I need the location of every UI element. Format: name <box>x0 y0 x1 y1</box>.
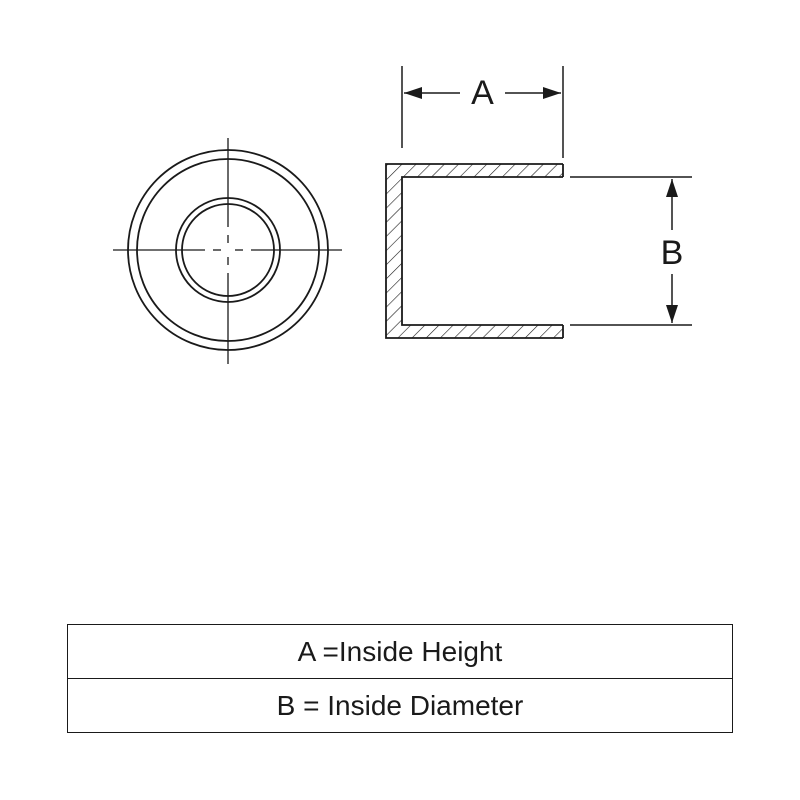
section-inner-outline <box>401 176 563 326</box>
dim-b-arrowheads <box>666 179 678 323</box>
legend-row-b: B = Inside Diameter <box>68 678 732 732</box>
section-view <box>385 163 564 339</box>
dimension-b-label: B <box>661 234 684 272</box>
dim-a-arrowheads <box>404 87 561 99</box>
legend-table: A =Inside Height B = Inside Diameter <box>67 624 733 733</box>
arrow-left-icon <box>404 87 422 99</box>
bottom-wall-hatch <box>386 325 563 338</box>
top-wall-hatch <box>386 164 563 177</box>
end-wall-hatch <box>386 177 402 325</box>
legend-row-b-text: B = Inside Diameter <box>276 689 524 721</box>
legend-row-a: A =Inside Height <box>68 625 732 678</box>
legend-row-a-text: A =Inside Height <box>297 635 503 667</box>
arrow-right-icon <box>543 87 561 99</box>
dimension-a-label: A <box>471 74 494 112</box>
section-outer-outline <box>385 163 563 339</box>
arrow-down-icon <box>666 305 678 323</box>
end-view-centerlines <box>113 138 342 364</box>
arrow-up-icon <box>666 179 678 197</box>
